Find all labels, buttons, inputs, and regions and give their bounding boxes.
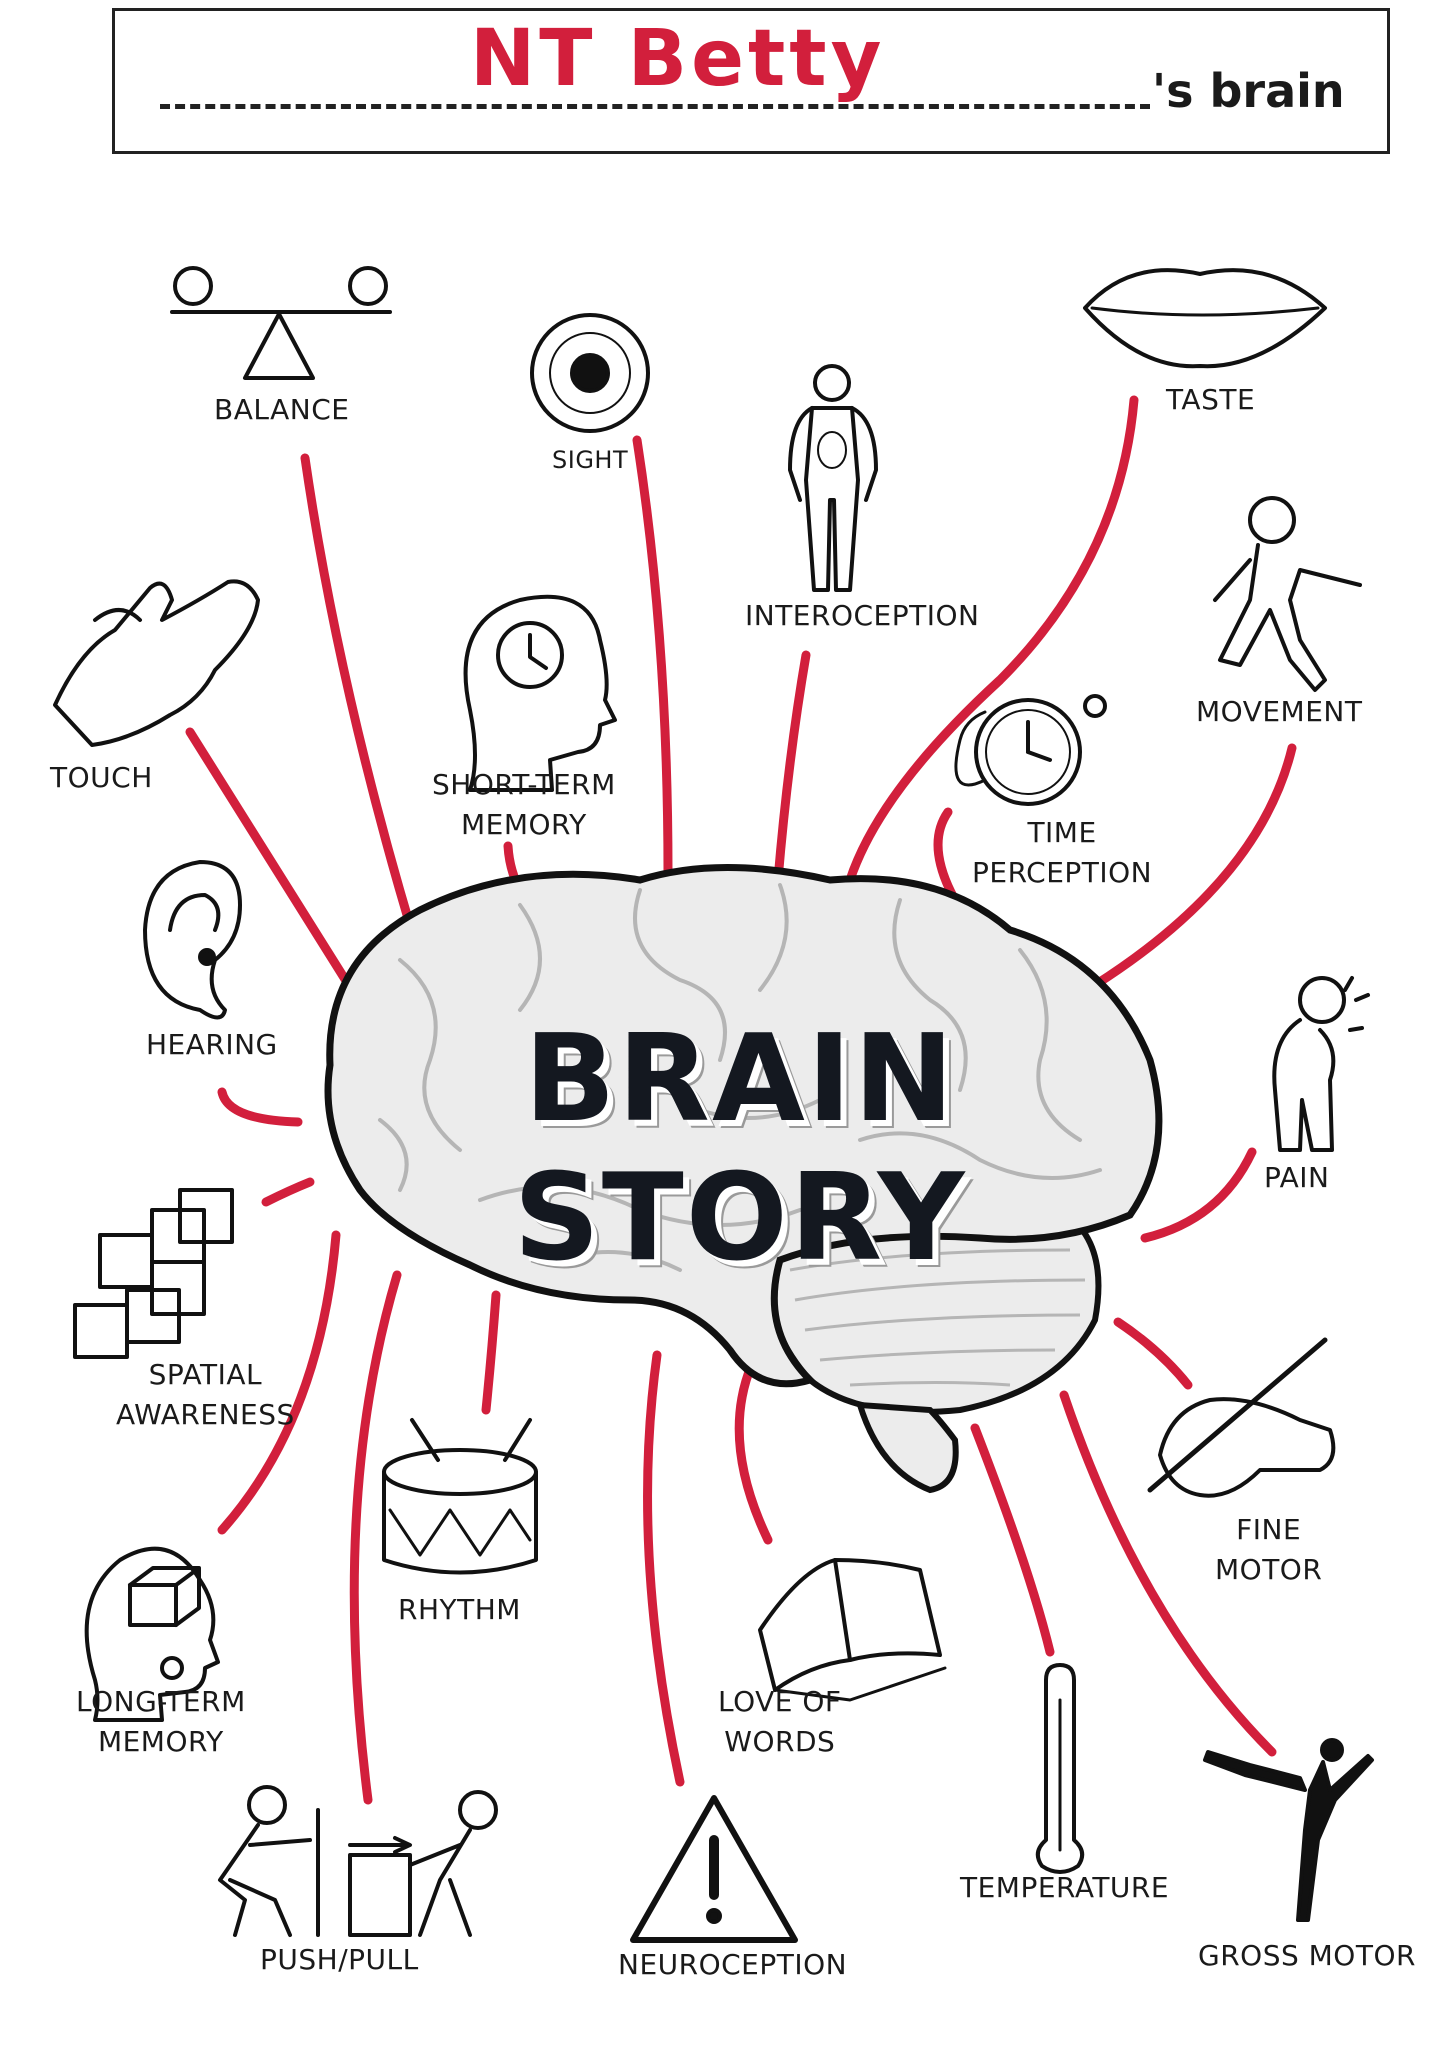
connector-interoception [773, 650, 811, 885]
connector-sight [632, 435, 673, 877]
drum-icon [382, 1418, 538, 1575]
label-temperature: TEMPERATURE [960, 1871, 1170, 1904]
brain-folds [378, 883, 1102, 1272]
label-rhythm: RHYTHM [398, 1593, 521, 1626]
cerebrum [324, 864, 1163, 1388]
open-book-icon [758, 1558, 947, 1702]
connector-balance [300, 453, 430, 980]
connector-taste [845, 395, 1139, 885]
eye-iris-icon [530, 313, 650, 433]
hand-icon [53, 579, 260, 747]
name-box [112, 8, 1390, 154]
hand-writing-icon [1147, 1337, 1336, 1498]
connector-rhythm [481, 1290, 501, 1415]
anatomy-body-icon [788, 364, 878, 592]
lips-icon [1083, 268, 1327, 369]
label-movement: MOVEMENT [1196, 695, 1363, 728]
connector-lines [185, 395, 1297, 1805]
balance-scale-icon [170, 266, 392, 380]
person-in-pain-icon [1272, 976, 1370, 1152]
label-balance: BALANCE [214, 393, 350, 426]
label-pain: PAIN [1264, 1161, 1330, 1194]
connector-movement [1090, 743, 1297, 990]
cerebellum-lines [789, 1248, 1086, 1387]
walking-person-icon [1213, 496, 1362, 692]
connector-love-of-words [734, 1359, 773, 1545]
label-neuroception: NEUROCEPTION [618, 1948, 848, 1981]
label-taste: TASTE [1166, 383, 1256, 416]
stacked-cubes-icon [73, 1188, 234, 1359]
warning-triangle-icon [630, 1795, 798, 1943]
connector-temperature [970, 1423, 1055, 1657]
connector-spatial-awareness [261, 1177, 315, 1207]
head-box-icon [84, 1546, 220, 1722]
brain-story-title: BRAIN STORY [513, 1010, 967, 1288]
brain-stem [855, 1401, 959, 1494]
connector-push-pull [349, 1270, 402, 1805]
label-interoception: INTEROCEPTION [745, 599, 980, 632]
label-touch: TOUCH [50, 761, 153, 794]
pocket-watch-icon [954, 694, 1107, 806]
connector-neuroception [643, 1350, 685, 1787]
connector-time-perception [933, 807, 960, 905]
label-push-pull: PUSH/PULL [260, 1943, 419, 1976]
connector-long-term-memory [217, 1230, 341, 1535]
connector-hearing [217, 1087, 303, 1127]
brain-illustration [324, 864, 1163, 1494]
brain-suffix: 's brain [1152, 64, 1345, 118]
label-hearing: HEARING [146, 1028, 278, 1061]
connector-fine-motor [1113, 1317, 1193, 1390]
label-gross-motor: GROSS MOTOR [1198, 1939, 1416, 1972]
connector-touch [185, 727, 363, 1005]
push-pull-figures-icon [218, 1785, 498, 1937]
connector-gross-motor [1059, 1390, 1277, 1757]
dancer-icon [1203, 1738, 1374, 1922]
connector-pain [1140, 1147, 1257, 1243]
thermometer-icon [1035, 1663, 1085, 1874]
child-name: NT Betty [470, 14, 886, 104]
head-clock-icon [463, 594, 617, 792]
name-blank-line [160, 104, 1150, 109]
ear-icon [143, 860, 242, 1020]
label-sight: SIGHT [552, 446, 629, 474]
